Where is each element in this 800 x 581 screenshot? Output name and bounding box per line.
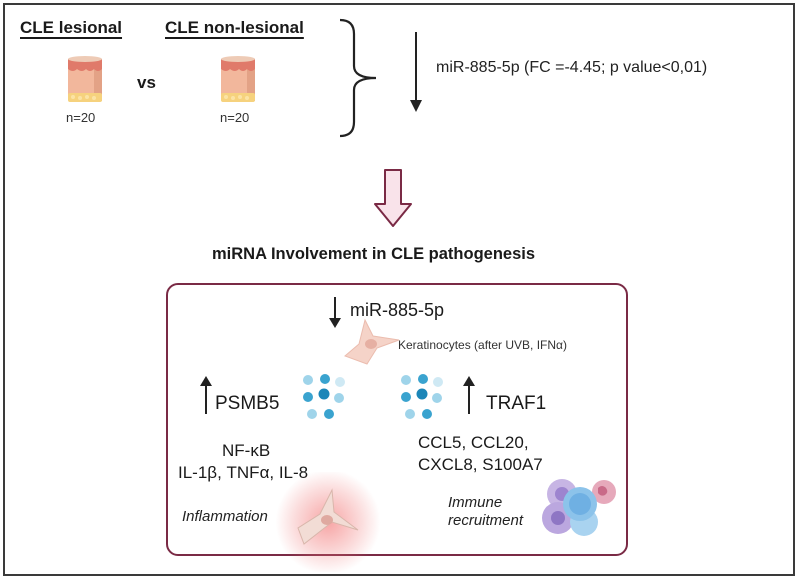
right-mediator-1: CCL5, CCL20, [418,433,529,452]
outcome-inflammation: Inflammation [182,508,268,525]
skin-sample-icon [68,56,102,102]
keratinocyte-cell-icon [344,318,400,365]
gene-psmb5: PSMB5 [215,393,280,414]
down-arrow-icon [410,32,422,112]
skin-sample-icon [221,56,255,102]
group-title-non-lesional: CLE non-lesional [165,18,304,37]
immune-cells-icon [542,479,616,536]
figure-frame [3,3,795,576]
inflamed-cell-icon [297,488,359,545]
mirna-label: miR-885-5p [350,300,445,320]
outcome-immune-line-2: recruitment [448,512,524,529]
right-mediator-2: CXCL8, S100A7 [418,455,543,474]
down-arrow-icon [329,297,341,328]
pathogenesis-box [166,283,628,556]
left-mediator-1: NF-κB [222,441,271,460]
group-title-lesional: CLE lesional [20,18,123,37]
outcome-immune-line-1: Immune [448,494,503,511]
non-lesional-n-label: n=20 [220,110,250,125]
up-arrow-icon [200,376,212,414]
vs-label: vs [137,73,156,92]
up-arrow-icon [463,376,475,414]
gene-traf1: TRAF1 [486,393,547,414]
cell-label: Keratinocytes (after UVB, IFNα) [398,338,567,352]
protein-cluster-icon [303,374,345,419]
lesional-n-label: n=20 [66,110,96,125]
curly-brace-icon [339,18,377,138]
protein-cluster-icon [401,374,443,419]
hollow-down-arrow-icon [374,169,412,227]
section-title: miRNA Involvement in CLE pathogenesis [212,245,536,263]
result-text: miR-885-5p (FC =-4.45; p value<0,01) [436,59,708,76]
